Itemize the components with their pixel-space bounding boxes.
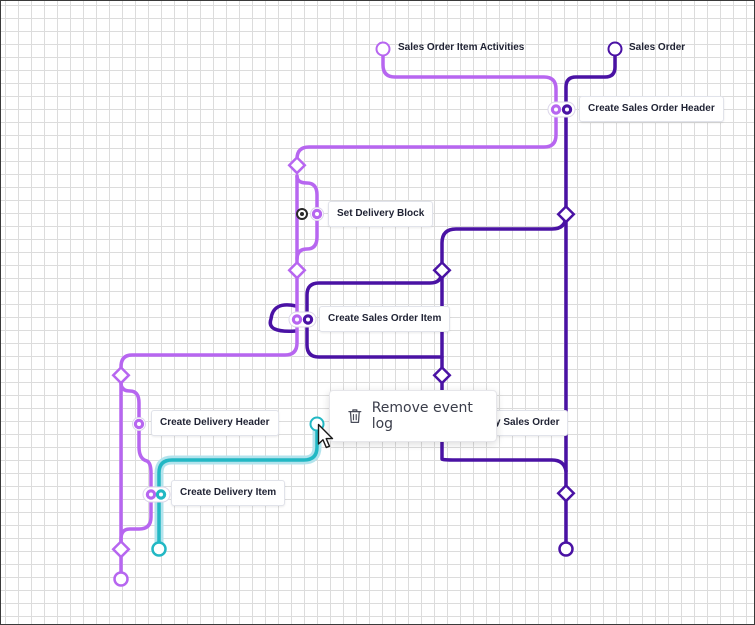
remove-event-log-menu[interactable]: Remove event log bbox=[329, 390, 497, 442]
activity-label-partial-sales-order[interactable]: y Sales Order bbox=[486, 410, 569, 436]
edge-sales-order-to-header bbox=[564, 47, 617, 111]
activity-node-create-delivery-item bbox=[142, 486, 171, 503]
edge-delivery-header-to-item bbox=[137, 422, 153, 496]
end-node-purple bbox=[558, 541, 574, 557]
activity-node-create-delivery-header bbox=[132, 417, 146, 431]
activity-node-create-sales-order-item bbox=[288, 311, 317, 328]
gateway-diamond bbox=[287, 260, 307, 280]
edge-item-self-loop bbox=[268, 303, 298, 333]
end-node-lavender bbox=[113, 571, 129, 587]
remove-event-log-label: Remove event log bbox=[371, 400, 473, 432]
gateway-diamond bbox=[556, 204, 576, 224]
edge-teal-highlight bbox=[157, 422, 319, 551]
gateway-diamond bbox=[111, 365, 131, 385]
object-label-sales-order[interactable]: Sales Order bbox=[629, 42, 686, 53]
activity-label-create-delivery-header[interactable]: Create Delivery Header bbox=[151, 410, 279, 436]
activity-node-set-delivery-block bbox=[296, 207, 324, 221]
edge-activities-to-header bbox=[381, 47, 558, 111]
activity-label-set-delivery-block[interactable]: Set Delivery Block bbox=[328, 201, 434, 227]
gateway-diamond bbox=[556, 483, 576, 503]
activity-label-create-sales-order-header[interactable]: Create Sales Order Header bbox=[579, 96, 724, 122]
trash-icon bbox=[348, 409, 362, 423]
end-node-teal bbox=[151, 541, 167, 557]
activity-label-create-sales-order-item[interactable]: Create Sales Order Item bbox=[319, 306, 451, 332]
activity-node-create-sales-order-header bbox=[547, 101, 576, 118]
edge-item-loop-right bbox=[305, 317, 444, 359]
gateway-diamond bbox=[111, 539, 131, 559]
edge-item-to-delivery-split bbox=[119, 317, 299, 375]
edge-split-to-mid bbox=[440, 213, 568, 473]
gateway-diamond bbox=[432, 365, 452, 385]
start-node-sales-order bbox=[607, 41, 623, 57]
edge-block-to-merge bbox=[295, 212, 319, 261]
gateway-diamond bbox=[287, 155, 307, 175]
gateway-diamond bbox=[432, 260, 452, 280]
edge-header-to-split bbox=[295, 107, 558, 168]
activity-label-create-delivery-item[interactable]: Create Delivery Item bbox=[171, 480, 286, 506]
mouse-cursor-icon bbox=[317, 423, 334, 449]
object-label-sales-order-item-activities[interactable]: Sales Order Item Activities bbox=[398, 42, 525, 53]
start-node-activities bbox=[375, 41, 391, 57]
